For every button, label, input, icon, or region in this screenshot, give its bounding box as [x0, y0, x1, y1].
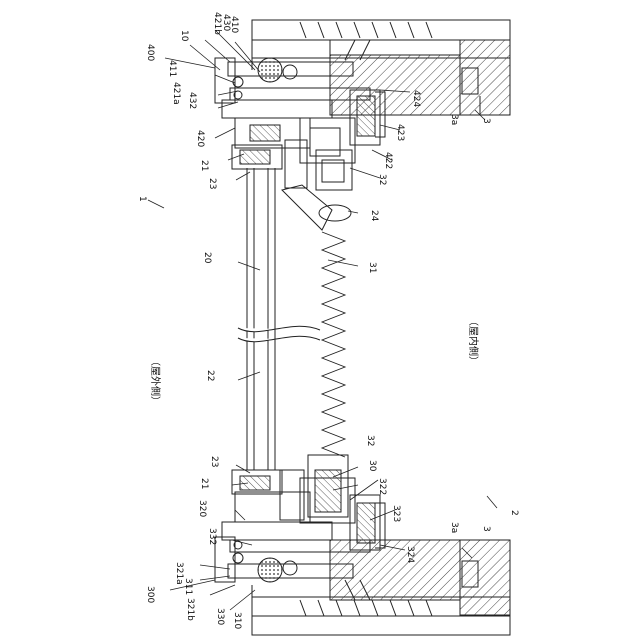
indoor-side-label: （屋内側） — [467, 316, 480, 366]
ref-label-n32_top: 32 — [377, 174, 387, 185]
ref-label-n23_top: 23 — [207, 178, 217, 189]
ref-label-n321a: 321a — [174, 562, 184, 585]
ref-label-n10: 10 — [179, 30, 189, 42]
glass-pane — [232, 145, 320, 494]
ref-label-n423: 423 — [395, 124, 405, 141]
ref-label-n324: 324 — [405, 546, 415, 563]
ref-label-n424: 424 — [411, 90, 421, 107]
ref-label-n21_top: 21 — [199, 160, 209, 171]
ref-label-n3_top: 3 — [481, 118, 491, 124]
ref-label-n300: 300 — [145, 586, 155, 603]
ref-label-n323: 323 — [391, 505, 401, 522]
ref-label-n23_bottom: 23 — [209, 456, 219, 467]
ref-label-n400: 400 — [145, 44, 155, 61]
ref-label-n421b: 421b — [212, 12, 222, 35]
ref-label-n20: 20 — [202, 252, 212, 264]
ref-label-n322: 322 — [377, 478, 387, 495]
pleated-screen — [322, 232, 345, 457]
ref-label-n32_bottom: 32 — [365, 435, 375, 446]
ref-label-n411: 411 — [167, 60, 177, 77]
ref-label-n3a_top: 3a — [449, 114, 459, 125]
ref-label-n21_bottom: 21 — [199, 478, 209, 489]
ref-label-n3a_bottom: 3a — [449, 522, 459, 533]
ref-label-n321b: 321b — [185, 598, 195, 621]
ref-label-n421a: 421a — [171, 82, 181, 105]
ref-label-n330: 330 — [215, 608, 225, 625]
ref-label-n22: 22 — [205, 370, 215, 381]
ref-label-n24: 24 — [369, 210, 379, 222]
ref-label-n31: 31 — [367, 262, 377, 273]
ref-label-n430: 430 — [221, 14, 231, 31]
ref-label-n2: 2 — [509, 510, 519, 516]
ref-label-n320: 320 — [197, 500, 207, 517]
ref-label-n3_bottom: 3 — [481, 526, 491, 532]
ref-label-n310: 310 — [232, 612, 242, 629]
ref-label-n420: 420 — [195, 130, 205, 147]
ref-label-n1: 1 — [137, 196, 147, 202]
ref-label-n432: 432 — [187, 92, 197, 109]
ref-label-n30: 30 — [367, 460, 377, 472]
outdoor-side-label: （屋外側） — [149, 356, 162, 406]
ref-label-n332: 332 — [207, 528, 217, 545]
ref-label-n422: 422 — [383, 152, 393, 169]
